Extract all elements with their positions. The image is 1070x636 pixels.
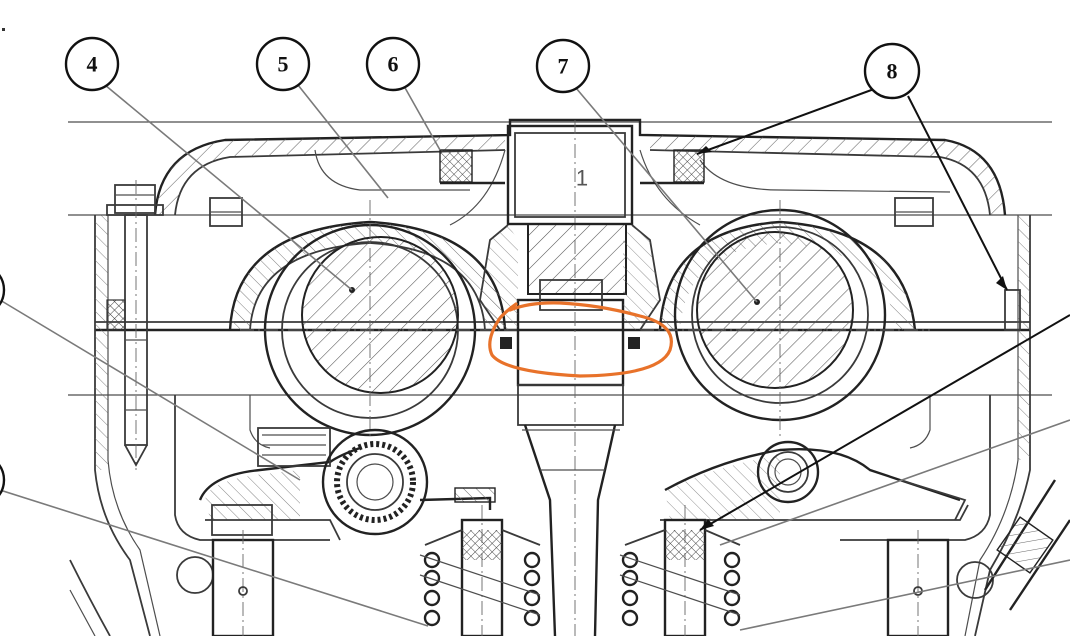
partial-callout-left-lower — [0, 464, 6, 496]
cover-seals — [439, 149, 705, 185]
callout-6-label: 6 — [388, 52, 399, 77]
center-mark: 1 — [576, 166, 588, 191]
cover-bolt-left — [209, 197, 243, 227]
callout-7: 7 — [535, 38, 591, 94]
callout-8: 8 — [863, 42, 921, 100]
stray-mark — [2, 28, 5, 31]
right-rocker-arm — [660, 440, 969, 521]
callout-8-label: 8 — [887, 59, 898, 84]
left-valve-spring — [419, 505, 541, 636]
left-camshaft — [228, 200, 520, 440]
orange-highlight-circle — [488, 301, 673, 378]
callout-4: 4 — [64, 36, 120, 92]
right-side-injector — [983, 479, 1070, 611]
lash-adjusters — [211, 530, 950, 636]
center-plug-tube: 1 — [479, 120, 661, 636]
callout-4-label: 4 — [87, 52, 98, 77]
callout-7-label: 7 — [558, 54, 569, 79]
callout-5-label: 5 — [278, 52, 289, 77]
partial-callout-left-upper — [0, 274, 6, 306]
cover-bolt-right — [894, 197, 1021, 331]
callout-5: 5 — [255, 36, 311, 92]
callout-6: 6 — [365, 36, 421, 92]
left-rocker-arm — [198, 427, 496, 541]
leader-lines — [0, 84, 1070, 631]
left-head-bolt — [106, 180, 164, 470]
cylinder-head-body — [68, 118, 1052, 636]
right-camshaft — [640, 200, 930, 440]
right-valve-spring — [619, 505, 741, 636]
